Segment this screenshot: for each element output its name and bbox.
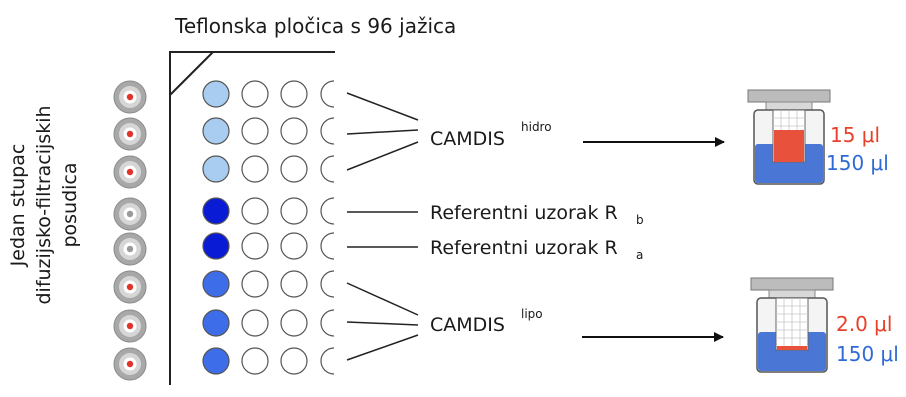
well-filled bbox=[202, 80, 230, 108]
well-filled bbox=[202, 309, 230, 337]
connector-lipo-3 bbox=[346, 334, 419, 361]
vial-hydro-bottom-value: 150 μl bbox=[826, 151, 889, 175]
well-grid bbox=[202, 80, 335, 375]
label-camdis-hydro: CAMDIS bbox=[430, 128, 505, 150]
well-partial bbox=[320, 155, 335, 183]
label-camdis-lipo: CAMDIS bbox=[430, 314, 505, 336]
well-filled bbox=[202, 270, 230, 298]
label-ref-a: Referentni uzorak R bbox=[430, 237, 618, 259]
well-empty bbox=[241, 117, 269, 145]
vial-lipo-sample bbox=[777, 346, 807, 350]
diffusion-cell bbox=[113, 80, 147, 114]
column-label: Jedan stupac difuzijsko-filtracijskih po… bbox=[7, 105, 81, 304]
vial-hydro-top-value: 15 μl bbox=[830, 123, 880, 147]
diffusion-cell bbox=[113, 347, 147, 381]
cell-center-dot bbox=[126, 322, 134, 330]
vial-hydro bbox=[747, 89, 831, 185]
cell-center-dot bbox=[126, 130, 134, 138]
well-empty bbox=[241, 80, 269, 108]
connector-lipo-2 bbox=[346, 321, 419, 326]
well-empty bbox=[280, 270, 308, 298]
plate-outline bbox=[169, 51, 335, 385]
vial-lipo-top-value: 2.0 μl bbox=[836, 312, 892, 336]
well-filled bbox=[202, 232, 230, 260]
vial-lipo-mesh bbox=[776, 298, 808, 350]
diffusion-cell-column bbox=[113, 80, 147, 381]
connector-hydro-1 bbox=[346, 92, 419, 121]
cell-center-dot bbox=[126, 210, 134, 218]
well-partial bbox=[320, 347, 335, 375]
well-empty bbox=[280, 309, 308, 337]
connector-hydro-2 bbox=[346, 129, 419, 135]
well-partial bbox=[320, 80, 335, 108]
well-partial bbox=[320, 232, 335, 260]
connector-lipo-1 bbox=[346, 282, 419, 316]
label-ref-b-sub: b bbox=[636, 213, 644, 227]
cell-center-dot bbox=[126, 245, 134, 253]
well-empty bbox=[280, 155, 308, 183]
well-empty bbox=[241, 309, 269, 337]
column-label-line2: difuzijsko-filtracijskih bbox=[33, 105, 55, 304]
vial-hydro-sample bbox=[774, 130, 804, 162]
label-camdis-lipo-base: CAMDIS bbox=[430, 314, 505, 336]
vial-hydro-liquid bbox=[755, 144, 823, 183]
well-empty bbox=[241, 347, 269, 375]
vial-lipo-bottom-value: 150 μl bbox=[836, 342, 899, 366]
label-camdis-hydro-base: CAMDIS bbox=[430, 128, 505, 150]
vial-lipo bbox=[750, 277, 834, 373]
well-partial bbox=[320, 197, 335, 225]
vial-hydro-cap bbox=[747, 89, 831, 103]
well-empty bbox=[241, 270, 269, 298]
diffusion-cell bbox=[113, 270, 147, 304]
label-camdis-lipo-sup: lipo bbox=[521, 307, 543, 321]
well-empty bbox=[280, 117, 308, 145]
cell-center-dot bbox=[126, 168, 134, 176]
connector-lines bbox=[346, 92, 419, 361]
well-partial bbox=[320, 309, 335, 337]
well-filled bbox=[202, 197, 230, 225]
cell-center-dot bbox=[126, 93, 134, 101]
vial-lipo-cap bbox=[750, 277, 834, 291]
well-empty bbox=[280, 232, 308, 260]
label-ref-b: Referentni uzorak R bbox=[430, 202, 618, 224]
well-partial bbox=[320, 270, 335, 298]
well-empty bbox=[280, 347, 308, 375]
cell-center-dot bbox=[126, 283, 134, 291]
label-ref-a-sub: a bbox=[636, 248, 643, 262]
diffusion-cell bbox=[113, 155, 147, 189]
column-label-line1: Jedan stupac bbox=[7, 144, 29, 268]
well-filled bbox=[202, 155, 230, 183]
well-filled bbox=[202, 347, 230, 375]
label-camdis-hydro-sup: hidro bbox=[521, 120, 552, 134]
diffusion-cell bbox=[113, 309, 147, 343]
connector-hydro-3 bbox=[346, 141, 419, 171]
vial-lipo-cap-neck bbox=[768, 289, 816, 299]
diffusion-cell bbox=[113, 117, 147, 151]
diffusion-cell bbox=[113, 232, 147, 266]
vial-hydro-cap-neck bbox=[765, 101, 813, 111]
cell-center-dot bbox=[126, 360, 134, 368]
well-empty bbox=[280, 80, 308, 108]
well-empty bbox=[241, 232, 269, 260]
column-label-line3: posudica bbox=[59, 162, 81, 247]
well-partial bbox=[320, 117, 335, 145]
diffusion-cell bbox=[113, 197, 147, 231]
well-filled bbox=[202, 117, 230, 145]
plate-title: Teflonska pločica s 96 jažica bbox=[174, 14, 456, 38]
well-empty bbox=[241, 197, 269, 225]
vial-lipo-liquid bbox=[758, 332, 826, 371]
well-empty bbox=[280, 197, 308, 225]
well-empty bbox=[241, 155, 269, 183]
